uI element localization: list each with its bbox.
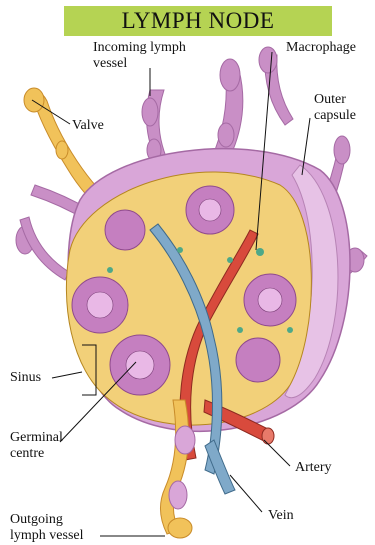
label-artery: Artery: [295, 460, 332, 476]
label-outer-capsule: Outer capsule: [314, 92, 356, 124]
label-incoming-lymph-vessel: Incoming lymph vessel: [93, 40, 186, 72]
label-valve: Valve: [72, 118, 104, 134]
label-sinus: Sinus: [10, 370, 41, 386]
label-macrophage: Macrophage: [286, 40, 356, 56]
label-vein: Vein: [268, 508, 294, 524]
label-germinal-centre: Germinal centre: [10, 430, 63, 462]
label-outgoing-lymph-vessel: Outgoing lymph vessel: [10, 512, 84, 544]
